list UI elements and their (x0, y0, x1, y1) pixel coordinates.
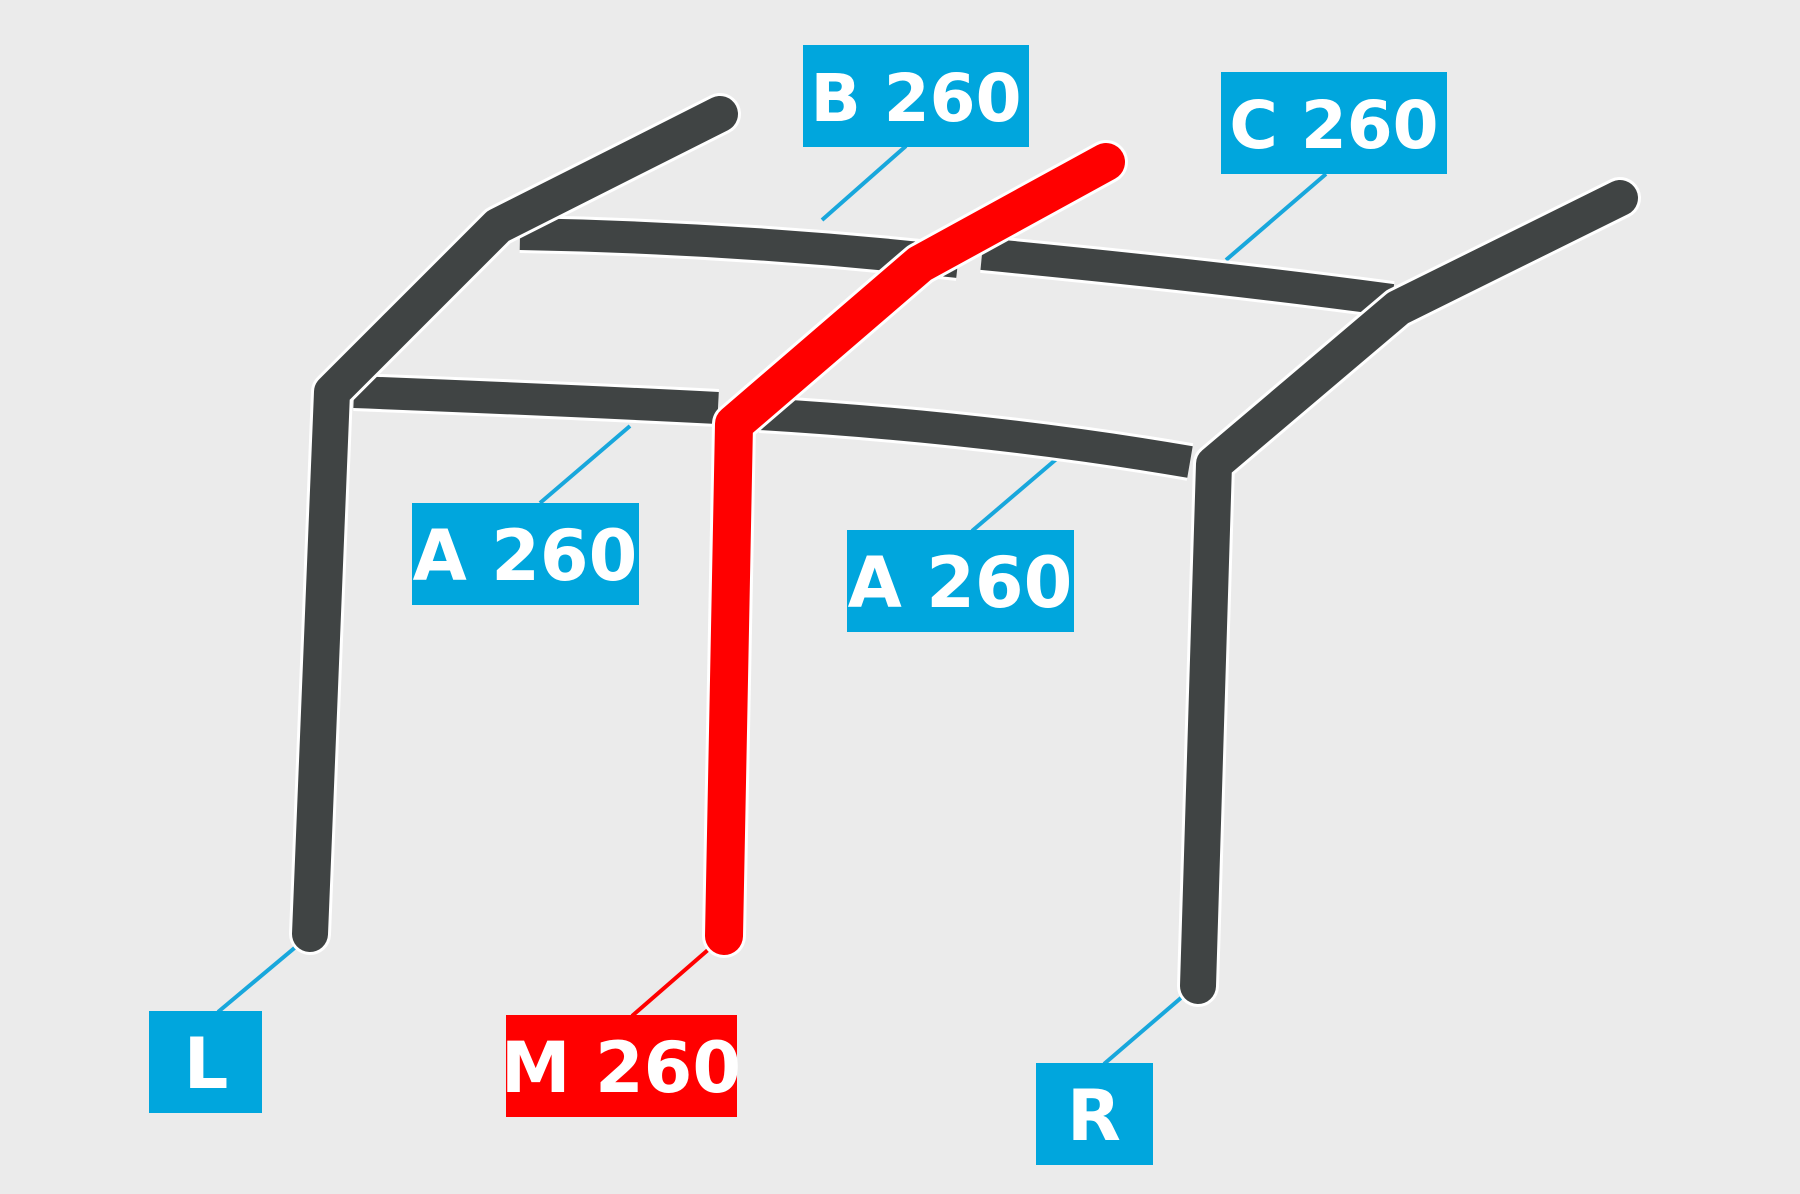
label-l-box (149, 1011, 262, 1113)
front-crossbar-right-section-fill (759, 398, 1193, 478)
label-b-box (803, 45, 1029, 147)
leader-line-b (820, 144, 908, 222)
leader-line-a-left (538, 424, 632, 505)
back-crossbar-right-section-fill (980, 238, 1395, 316)
label-b-text: B 260 (810, 60, 1021, 137)
label-a-left: A 260 (412, 503, 639, 605)
middle-pole (702, 140, 1128, 958)
label-l: L (149, 1011, 262, 1113)
label-m-box (506, 1015, 737, 1117)
label-r: R (1036, 1063, 1153, 1165)
label-c-box (1221, 72, 1447, 174)
front-crossbar (353, 373, 1194, 481)
label-a-left-box (412, 503, 639, 605)
left-pole (289, 93, 741, 955)
right-pole (1177, 177, 1641, 1007)
label-c: C 260 (1221, 72, 1447, 174)
label-c-text: C 260 (1229, 87, 1438, 164)
label-a-right-text: A 260 (848, 542, 1073, 624)
label-a-right-box (847, 530, 1074, 632)
leader-line-c (1224, 172, 1328, 262)
label-b: B 260 (803, 45, 1029, 147)
front-crossbar-left-section-fill (353, 376, 719, 424)
leader-lines (216, 144, 1328, 1066)
leader-line-a-right (970, 454, 1062, 533)
label-m: M 260 (501, 1015, 741, 1117)
label-l-text: L (184, 1023, 229, 1105)
label-m-text: M 260 (501, 1027, 741, 1109)
leader-line-r (1102, 983, 1198, 1066)
label-a-left-text: A 260 (413, 515, 638, 597)
label-r-box (1036, 1063, 1153, 1165)
label-a-right: A 260 (847, 530, 1074, 632)
label-r-text: R (1067, 1075, 1121, 1157)
